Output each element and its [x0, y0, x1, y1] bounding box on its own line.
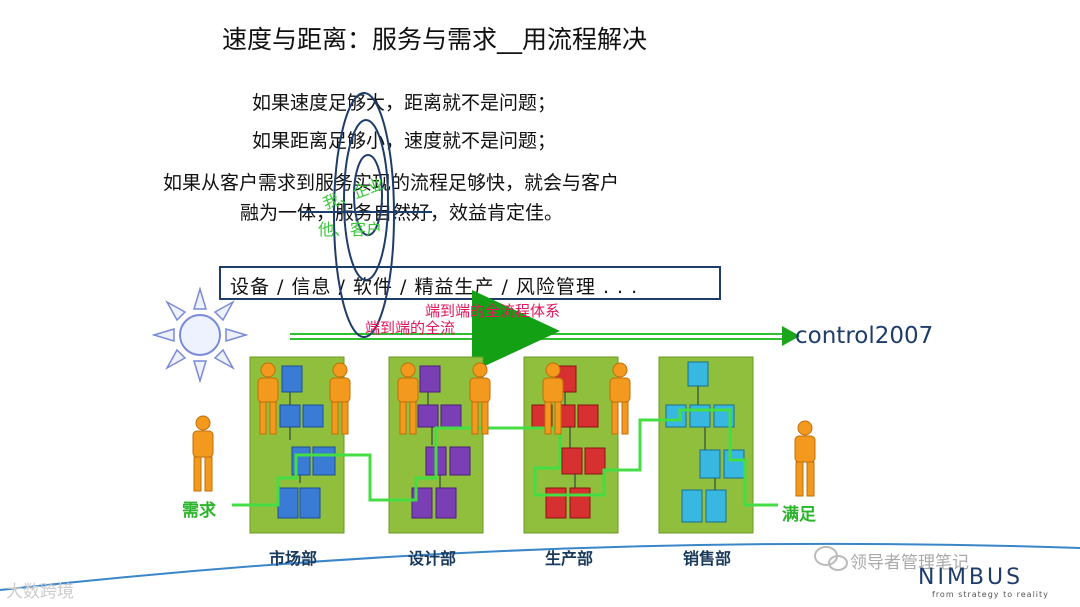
nimbus-logo: NIMBUS: [918, 565, 1024, 590]
sun-icon: [151, 286, 249, 384]
infrastructure-text: 设备 / 信息 / 软件 / 精益生产 / 风险管理 . . .: [230, 276, 639, 298]
process-triangle: [472, 290, 560, 372]
dept-label-production: 生产部: [545, 549, 594, 568]
process-system-label-echo: 端到端的全流: [365, 319, 456, 337]
watermark-left: 大数跨境: [6, 582, 74, 602]
need-label: 需求: [182, 501, 216, 521]
person-icons: [192, 362, 816, 497]
person-icon: [542, 362, 564, 435]
spiral-label-customer: 他、客户: [318, 220, 383, 239]
wechat-icon: [814, 546, 848, 571]
ground-curve: [0, 542, 1080, 591]
design-org-blocks: [411, 365, 471, 519]
person-icon: [329, 362, 351, 435]
person-icon: [192, 415, 214, 492]
dept-label-sales: 销售部: [683, 549, 732, 568]
infrastructure-box: [219, 266, 721, 300]
dept-label-market: 市场部: [269, 549, 318, 568]
body-line-3: 如果从客户需求到服务实现的流程足够快，就会与客户: [163, 172, 620, 194]
person-icon: [469, 362, 491, 435]
body-line-1: 如果速度足够大，距离就不是问题；: [252, 92, 557, 114]
person-icon: [609, 362, 631, 435]
sales-org-blocks: [665, 361, 745, 523]
nimbus-tagline: from strategy to reality: [932, 590, 1049, 599]
control-label: control2007: [795, 323, 934, 349]
dept-label-design: 设计部: [408, 549, 457, 568]
watermark-account: 领导者管理笔记: [850, 553, 969, 573]
process-flow-line: [232, 408, 778, 507]
process-system-label: 端到端的全流程体系: [425, 302, 561, 320]
org-connectors: [289, 385, 716, 490]
person-icon: [397, 362, 419, 435]
body-line-2: 如果距离足够小，速度就不是问题；: [252, 130, 557, 152]
person-icon: [257, 362, 279, 435]
satisfy-label: 满足: [782, 505, 816, 525]
slide-title: 速度与距离：服务与需求__用流程解决: [222, 25, 648, 54]
person-icon: [794, 420, 816, 497]
spiral-graphic: [300, 92, 432, 338]
